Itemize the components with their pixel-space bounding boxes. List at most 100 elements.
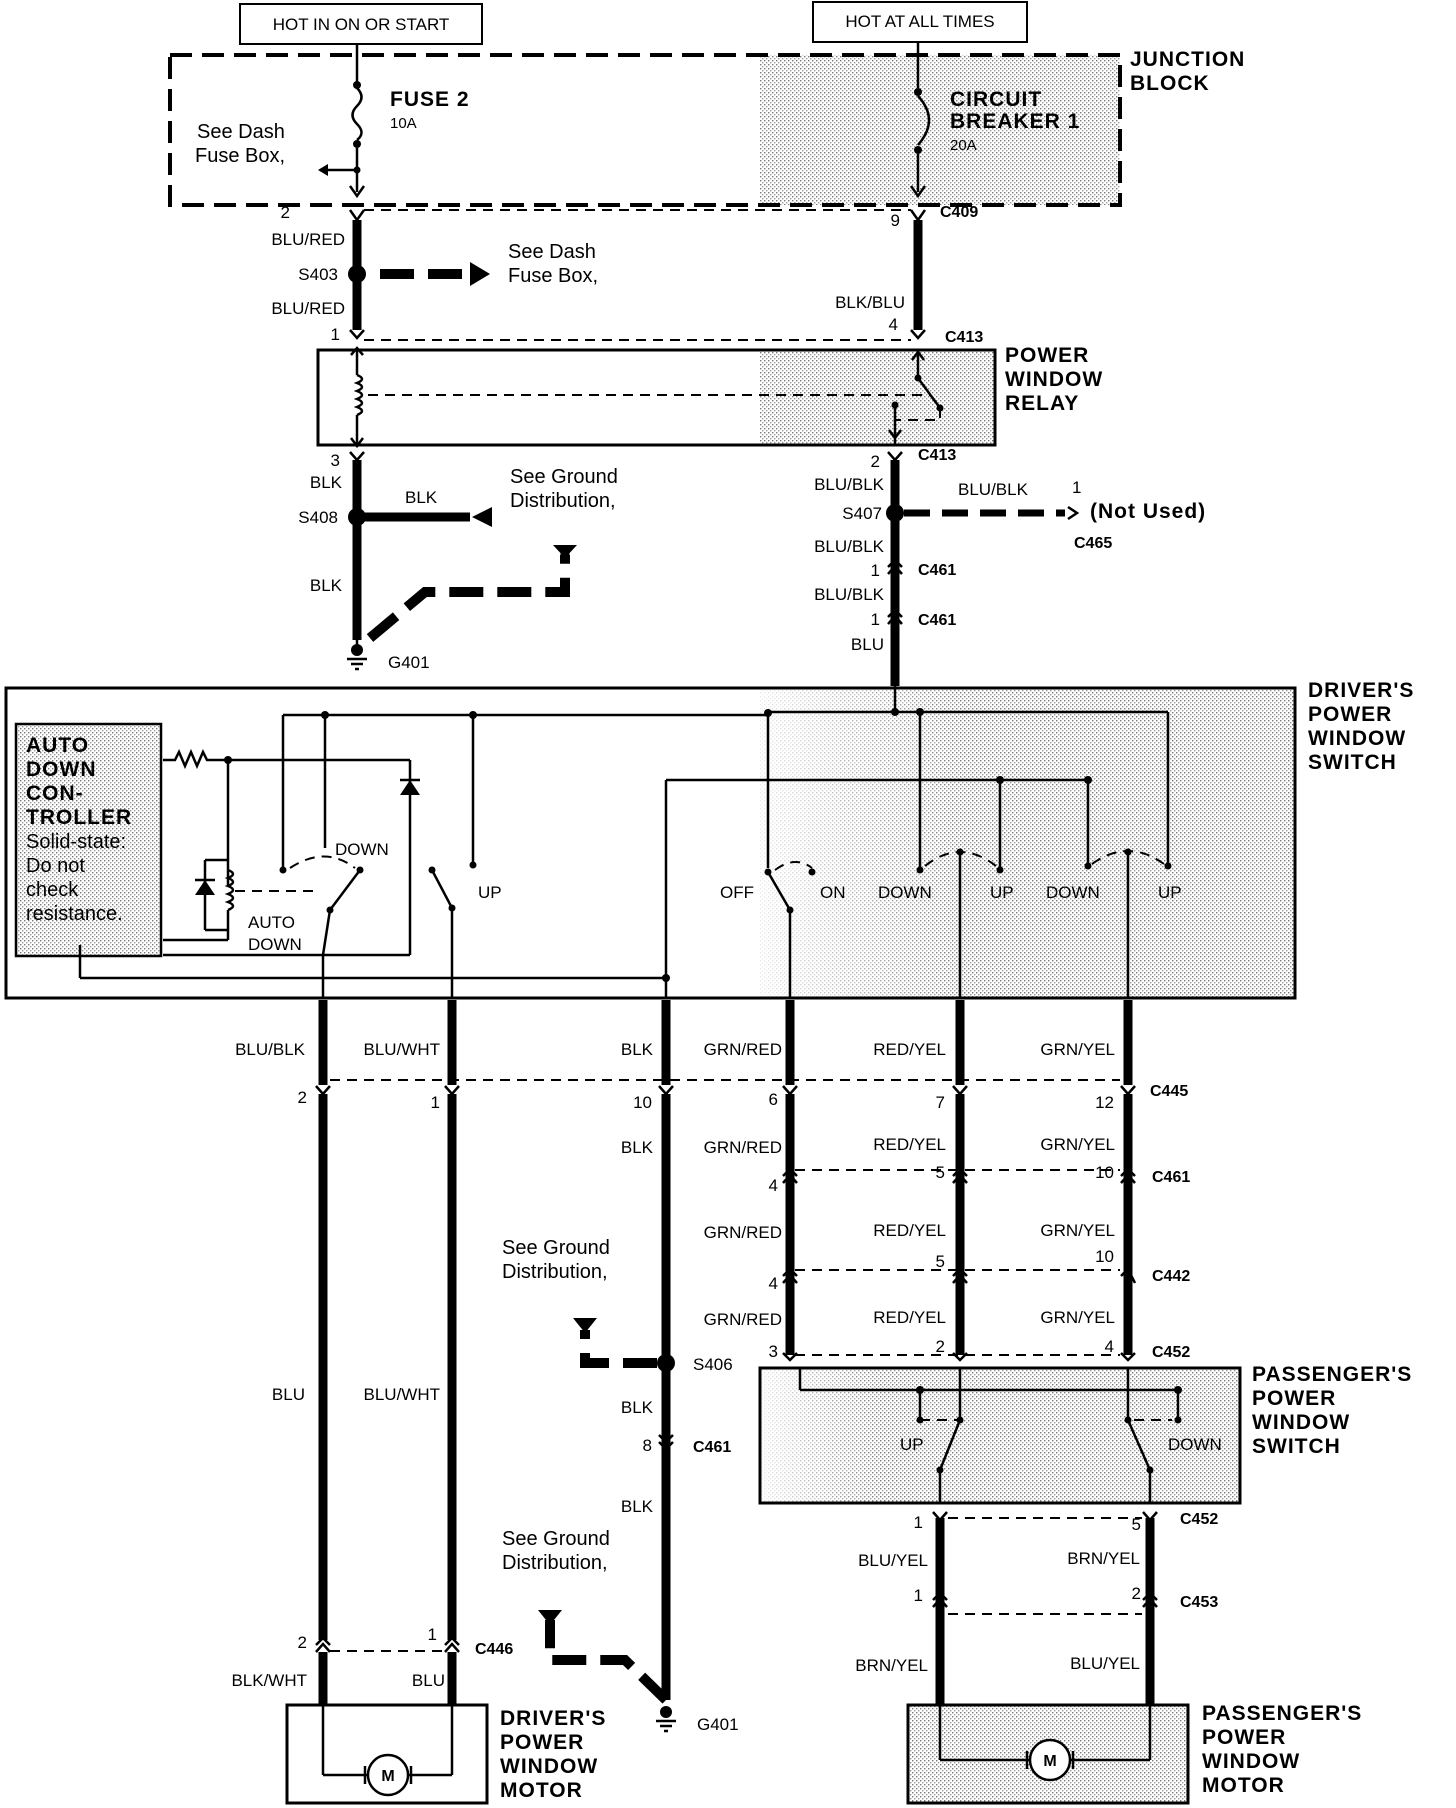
pin-1b: 1 [871, 610, 880, 629]
controller-line-5: Solid-state: [26, 831, 126, 853]
splice-s408-label: S408 [298, 508, 338, 527]
header-hot-in-on: HOT IN ON OR START [239, 3, 483, 45]
wire-blu-yel-2: BLU/YEL [1070, 1654, 1140, 1673]
wire-brn-yel-2: BRN/YEL [855, 1656, 928, 1675]
driver-motor-symbol [366, 1753, 410, 1797]
wire-blk-lower: BLK [621, 1040, 654, 1059]
pin-9: 9 [891, 211, 900, 230]
wire-blu-blk-branch: BLU/BLK [958, 480, 1029, 499]
drivers-power-window-switch: DRIVER'S POWER WINDOW SWITCH AUTO DOWN C… [4, 679, 1413, 1000]
header-right-label: HOT AT ALL TIMES [845, 12, 994, 31]
ground-g401-bottom [656, 1706, 676, 1733]
wire-blu-yel-1: BLU/YEL [858, 1551, 928, 1570]
circuit-breaker-symbol [917, 95, 931, 146]
fuse-rating: 10A [390, 115, 417, 132]
relay-contact [916, 377, 942, 409]
pass-motor-m: M [1043, 1753, 1056, 1770]
pass-up-lever [938, 1419, 962, 1471]
fuse-symbol [351, 87, 363, 141]
breaker-label-2: BREAKER 1 [950, 110, 1080, 133]
splice-s407 [886, 504, 904, 522]
pin-1-relay: 1 [331, 325, 340, 344]
relay-output-wiring: 3 BLK S408 BLK See Ground Distribution, … [298, 447, 1205, 688]
wire-grn-yel-4: GRN/YEL [1040, 1308, 1115, 1327]
switch-down-2-label: DOWN [878, 883, 932, 902]
pin-442-10: 10 [1095, 1247, 1114, 1266]
pin-461-5: 5 [936, 1163, 945, 1182]
pin-452-4: 4 [1105, 1337, 1114, 1356]
pin-461b-8: 8 [643, 1436, 652, 1455]
wire-brn-yel-1: BRN/YEL [1067, 1549, 1140, 1568]
passengers-power-window-motor: M PASSENGER'S POWER WINDOW MOTOR [906, 1702, 1361, 1805]
feed-see-dash-2: Fuse Box, [508, 265, 598, 287]
wire-blk-wht: BLK/WHT [231, 1671, 307, 1690]
pin-461-4: 4 [769, 1176, 778, 1195]
breaker-label-1: CIRCUIT [950, 88, 1042, 111]
auto-down-controller: AUTO DOWN CON- TROLLER Solid-state: Do n… [14, 722, 163, 958]
lower-see-ground-1: See Ground [502, 1237, 610, 1259]
wire-blu-driver-motor: BLU [272, 1385, 305, 1404]
power-window-relay: POWER WINDOW RELAY [316, 344, 1103, 449]
drivers-switch-title-3: WINDOW [1308, 727, 1406, 750]
pin-445-7: 7 [936, 1093, 945, 1112]
connector-c453: C453 [1180, 1594, 1218, 1611]
switch-down-label: DOWN [335, 840, 389, 859]
wire-red-yel-4: RED/YEL [873, 1308, 946, 1327]
wire-blu-wht-driver-motor: BLU/WHT [364, 1385, 441, 1404]
switch-down-3-label: DOWN [1046, 883, 1100, 902]
header-hot-at-all-times: HOT AT ALL TIMES [812, 1, 1028, 43]
wire-blk-d: BLK [621, 1497, 654, 1516]
passengers-switch-circuitry [798, 1368, 1182, 1503]
wire-grn-yel-3: GRN/YEL [1040, 1221, 1115, 1240]
controller-line-7: check [26, 879, 79, 901]
lower-see-ground2-2: Distribution, [502, 1552, 608, 1574]
pin-445-12: 12 [1095, 1093, 1114, 1112]
wire-grn-red-2: GRN/RED [704, 1138, 782, 1157]
pass-motor-title-2: POWER [1202, 1726, 1286, 1749]
connector-c461b: C461 [918, 612, 956, 629]
relay-title-3: RELAY [1005, 392, 1079, 415]
pin-445-1: 1 [431, 1093, 440, 1112]
ground-g401-label: G401 [388, 653, 430, 672]
driver-motor-title-3: WINDOW [500, 1755, 598, 1778]
driver-motor-m: M [381, 1768, 394, 1785]
wire-blu-b: BLU [412, 1671, 445, 1690]
pin-442-4: 4 [769, 1274, 778, 1293]
down-switch-lever [329, 869, 361, 911]
splice-s408 [348, 508, 366, 526]
ground-g401-bottom-label: G401 [697, 1715, 739, 1734]
pin-446-1: 1 [428, 1625, 437, 1644]
pass-up-label: UP [900, 1435, 924, 1454]
splice-s403-label: S403 [298, 265, 338, 284]
diode-2 [195, 880, 215, 895]
wire-grn-red-1: GRN/RED [704, 1040, 782, 1059]
junction-block-title-1: JUNCTION [1130, 48, 1245, 71]
wire-grn-red-4: GRN/RED [704, 1310, 782, 1329]
wire-blu-red-2: BLU/RED [271, 299, 345, 318]
pass-motor-title-4: MOTOR [1202, 1774, 1285, 1797]
wire-blk-1: BLK [310, 473, 343, 492]
pin-452-3: 3 [769, 1342, 778, 1361]
splice-s406-label: S406 [693, 1355, 733, 1374]
pass-switch-title-3: WINDOW [1252, 1411, 1350, 1434]
relay-coil [353, 373, 364, 417]
connector-c461-bottom: C461 [693, 1439, 731, 1456]
pin-2-relay: 2 [871, 452, 880, 471]
pin-4: 4 [889, 315, 898, 334]
relay-see-ground-2: Distribution, [510, 490, 616, 512]
lower-see-ground-2: Distribution, [502, 1261, 608, 1283]
controller-line-1: AUTO [26, 734, 89, 757]
controller-line-4: TROLLER [26, 806, 132, 829]
wire-red-yel-3: RED/YEL [873, 1221, 946, 1240]
wire-grn-yel-1: GRN/YEL [1040, 1040, 1115, 1059]
connector-c461-lower: C461 [1152, 1169, 1190, 1186]
pass-switch-title-1: PASSENGER'S [1252, 1363, 1412, 1386]
pin-453-1: 1 [914, 1586, 923, 1605]
pin-445-10: 10 [633, 1093, 652, 1112]
controller-line-8: resistance. [26, 903, 123, 925]
pass-switch-title-2: POWER [1252, 1387, 1336, 1410]
driver-motor-title-1: DRIVER'S [500, 1707, 606, 1730]
relay-title-2: WINDOW [1005, 368, 1103, 391]
lower-see-ground2-1: See Ground [502, 1528, 610, 1550]
controller-line-3: CON- [26, 782, 84, 805]
